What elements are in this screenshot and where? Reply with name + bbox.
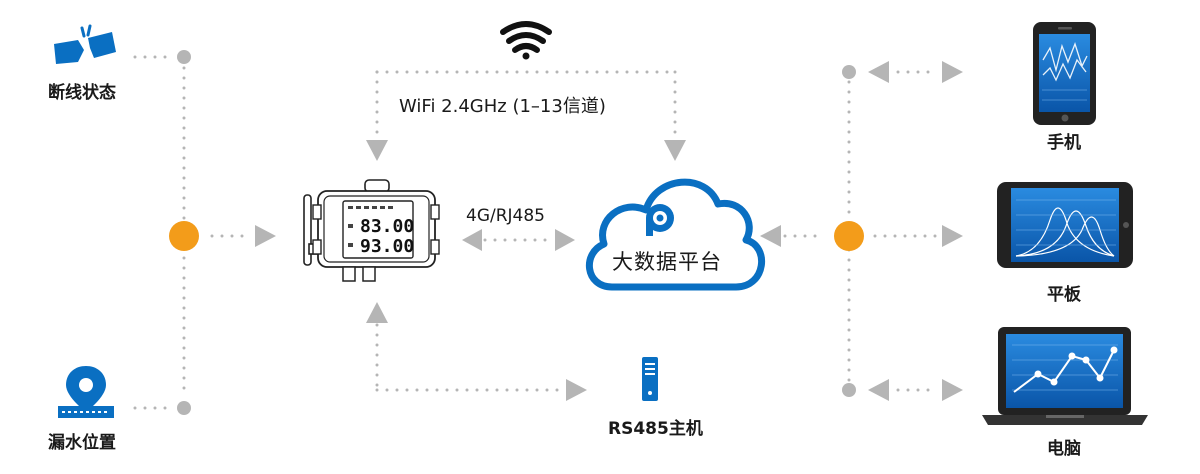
arrow-to-tablet <box>942 225 963 247</box>
right-hub-node <box>834 221 864 251</box>
left-connector-lines <box>133 55 252 410</box>
right-connector-lines <box>783 70 940 392</box>
right-top-node <box>842 65 856 79</box>
device-reading-2: 93.00 <box>360 236 414 257</box>
wifi-connector-lines <box>375 70 677 140</box>
right-bottom-node <box>842 383 856 397</box>
node-label-water-leak: 漏水位置 <box>48 433 116 453</box>
broken-cable-icon <box>54 24 116 64</box>
cloud-shape <box>586 178 765 291</box>
arrow-to-cloud-from-hub <box>760 225 781 247</box>
tablet-icon <box>997 182 1133 268</box>
left-hub-node <box>169 221 199 251</box>
water-leak-location-icon <box>58 366 114 418</box>
wifi-icon <box>500 21 552 60</box>
server-label: RS485主机 <box>608 419 703 439</box>
left-top-node <box>177 50 191 64</box>
arrow-wifi-to-cloud <box>664 140 686 161</box>
platform-logo-icon <box>646 204 674 236</box>
arrow-to-hub-top <box>868 61 889 83</box>
sensor-device-icon <box>303 179 440 282</box>
cellular-connection-label: 4G/RJ485 <box>466 206 545 226</box>
server-icon <box>642 357 658 401</box>
wifi-connection-label: WiFi 2.4GHz (1–13信道) <box>399 96 606 117</box>
node-label-broken-cable: 断线状态 <box>48 83 116 103</box>
arrow-server-to-device <box>366 302 388 323</box>
arrow-to-device-left <box>462 229 482 251</box>
arrow-wifi-to-device <box>366 140 388 161</box>
device-reading-1: 83.00 <box>360 216 414 237</box>
device-label-phone: 手机 <box>1047 133 1081 153</box>
device-label-laptop: 电脑 <box>1047 439 1081 459</box>
arrow-to-hub-bottom <box>868 379 889 401</box>
arrow-to-device <box>255 225 276 247</box>
device-label-tablet: 平板 <box>1047 285 1081 305</box>
arrow-to-server <box>566 379 587 401</box>
cloud-label: 大数据平台 <box>612 250 722 274</box>
left-bottom-node <box>177 401 191 415</box>
server-connector-lines <box>375 323 567 392</box>
arrow-to-laptop <box>942 379 963 401</box>
arrow-to-phone <box>942 61 963 83</box>
arrow-to-cloud-right <box>555 229 575 251</box>
laptop-icon <box>982 327 1148 425</box>
phone-icon <box>1033 22 1096 125</box>
